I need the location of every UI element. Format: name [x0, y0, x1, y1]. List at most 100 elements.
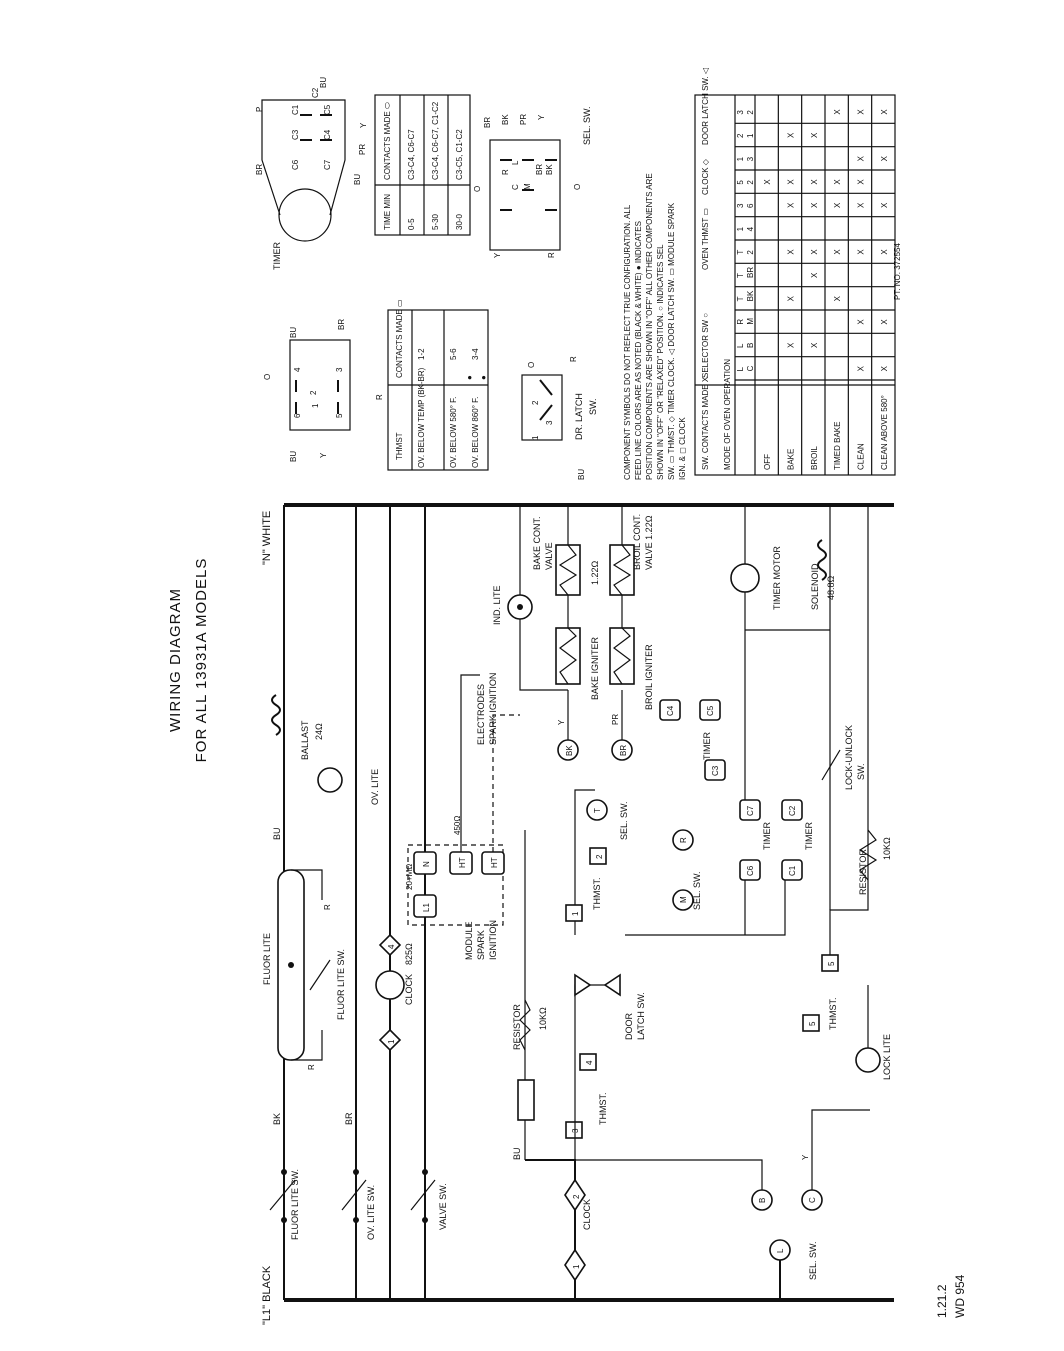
svg-text:LOCK LITE: LOCK LITE — [882, 1034, 892, 1080]
thmst-row-3-cond: OV. BELOW 860° F. — [471, 397, 480, 468]
svg-text:BAKE: BAKE — [787, 449, 796, 470]
svg-text:3: 3 — [736, 203, 745, 208]
mode-group-door: DOOR LATCH SW. ◁ — [701, 68, 710, 145]
broil-valve — [609, 544, 635, 596]
ballast-coil — [271, 694, 281, 736]
mode-contact-mark: X — [880, 109, 889, 115]
svg-text:LOCK-UNLOCK: LOCK-UNLOCK — [844, 725, 854, 790]
svg-text:4: 4 — [746, 226, 755, 231]
svg-text:B: B — [758, 1198, 767, 1203]
branch-valve: VALVE SW. L1 N 20+MΩ MODULE SPARK IGNITI… — [405, 505, 520, 1300]
svg-text:R: R — [501, 169, 510, 175]
dr-latch-diagram: 2 1 3 DR. LATCH SW. O R BU — [521, 356, 598, 480]
svg-text:VALVE SW.: VALVE SW. — [438, 1183, 448, 1230]
svg-text:3: 3 — [335, 367, 344, 372]
svg-text:6: 6 — [746, 203, 755, 208]
note-line-6: IGN. & ◻ CLOCK — [678, 417, 687, 480]
svg-text:M: M — [679, 896, 688, 903]
svg-text:CLEAN ABOVE 580°: CLEAN ABOVE 580° — [880, 395, 889, 470]
l1-label: "L1" BLACK — [261, 1265, 273, 1325]
svg-text:BU: BU — [319, 77, 328, 88]
mode-subheader-top: T — [736, 296, 745, 301]
svg-text:X: X — [787, 132, 796, 138]
part-number: PT. NO. 372554 — [893, 243, 902, 300]
note-line-2: FEED LINE COLORS ARE AS NOTED (BLACK & W… — [634, 221, 643, 480]
svg-text:SEL. SW.: SEL. SW. — [582, 106, 592, 145]
svg-text:L: L — [776, 1248, 785, 1253]
svg-text:BROIL CONT.: BROIL CONT. — [632, 514, 642, 570]
branch-sel-sw: L SEL. SW. B C Y LOCK LITE 5 5 THMST. RE… — [575, 505, 892, 1300]
svg-text:X: X — [833, 179, 842, 185]
svg-text:ELECTRODES: ELECTRODES — [476, 684, 486, 745]
svg-text:BK: BK — [501, 114, 510, 125]
svg-text:IGNITION: IGNITION — [488, 920, 498, 960]
svg-text:O: O — [263, 374, 272, 380]
thmst-row-2-dot: ● — [465, 375, 474, 380]
mode-subheader-top: 3 — [736, 110, 745, 115]
svg-text:SOLENOID: SOLENOID — [810, 563, 820, 610]
svg-text:BU: BU — [272, 827, 282, 840]
svg-text:2: 2 — [746, 250, 755, 255]
svg-text:M: M — [523, 183, 532, 190]
svg-text:BR: BR — [746, 267, 755, 278]
svg-text:BK: BK — [746, 290, 755, 301]
mode-contact-mark: X — [787, 202, 796, 208]
svg-text:M: M — [746, 318, 755, 325]
mode-subheader-bottom: BK — [746, 290, 755, 301]
title-line-2: FOR ALL 13931A MODELS — [193, 558, 210, 763]
svg-text:2: 2 — [736, 133, 745, 138]
ov-lite-bulb — [317, 767, 343, 793]
svg-text:2: 2 — [572, 1194, 581, 1199]
mode-contact-mark: X — [833, 109, 842, 115]
svg-text:O: O — [527, 362, 536, 368]
svg-text:10KΩ: 10KΩ — [538, 1007, 548, 1030]
svg-text:BROIL IGNITER: BROIL IGNITER — [644, 644, 654, 710]
svg-text:X: X — [880, 202, 889, 208]
timer-motor — [730, 563, 760, 593]
svg-text:HT: HT — [458, 857, 467, 868]
svg-text:C7: C7 — [746, 805, 755, 816]
mode-subheader-top: R — [736, 319, 745, 325]
svg-text:TIMER: TIMER — [804, 822, 814, 850]
svg-text:BK: BK — [272, 1113, 282, 1125]
thmst-row-1-contact: 1-2 — [417, 348, 426, 360]
svg-text:X: X — [880, 365, 889, 371]
thmst-row-3-contact: 3-4 — [471, 348, 480, 360]
svg-text:L: L — [736, 343, 745, 348]
mode-subheader-bottom: 1 — [746, 133, 755, 138]
svg-text:C3: C3 — [291, 129, 300, 140]
svg-text:SPARK IGNITION: SPARK IGNITION — [488, 673, 498, 745]
svg-text:X: X — [857, 202, 866, 208]
mode-contact-mark: X — [763, 179, 772, 185]
svg-text:X: X — [787, 342, 796, 348]
mode-contact-mark: X — [787, 342, 796, 348]
mode-table-title: SW. CONTACTS MADE X — [701, 376, 710, 470]
mode-contact-mark: X — [857, 365, 866, 371]
thmst-contacts-diagram: 6 5 4 3 2 1 BU BU BR Y O R — [263, 319, 384, 462]
svg-text:3: 3 — [736, 110, 745, 115]
svg-text:SW.: SW. — [588, 398, 598, 415]
footer: 1.21.2 WD 954 — [935, 1274, 967, 1318]
svg-text:C: C — [746, 365, 755, 371]
svg-text:X: X — [833, 249, 842, 255]
svg-text:C7: C7 — [323, 159, 332, 170]
svg-text:X: X — [857, 179, 866, 185]
mode-subheader-top: L — [736, 343, 745, 348]
solenoid-coil — [817, 539, 827, 581]
page-number: 1.21.2 — [935, 1284, 949, 1318]
mode-contact-mark: X — [833, 202, 842, 208]
svg-text:1: 1 — [311, 403, 320, 408]
svg-text:Y: Y — [537, 114, 546, 120]
mode-contact-mark: X — [810, 272, 819, 278]
svg-text:C4: C4 — [323, 129, 332, 140]
mode-group-selector: SELECTOR SW ○ — [701, 313, 710, 378]
svg-text:C: C — [808, 1197, 817, 1203]
mode-subheader-top: 1 — [736, 156, 745, 161]
mode-contact-mark: X — [857, 109, 866, 115]
thmst-row-1-cond: OV. BELOW TEMP (BK-BR) — [417, 367, 426, 468]
thmst-table: THMST CONTACTS MADE ▭ OV. BELOW TEMP (BK… — [387, 299, 489, 471]
svg-text:BALLAST: BALLAST — [300, 720, 310, 760]
svg-text:X: X — [810, 272, 819, 278]
